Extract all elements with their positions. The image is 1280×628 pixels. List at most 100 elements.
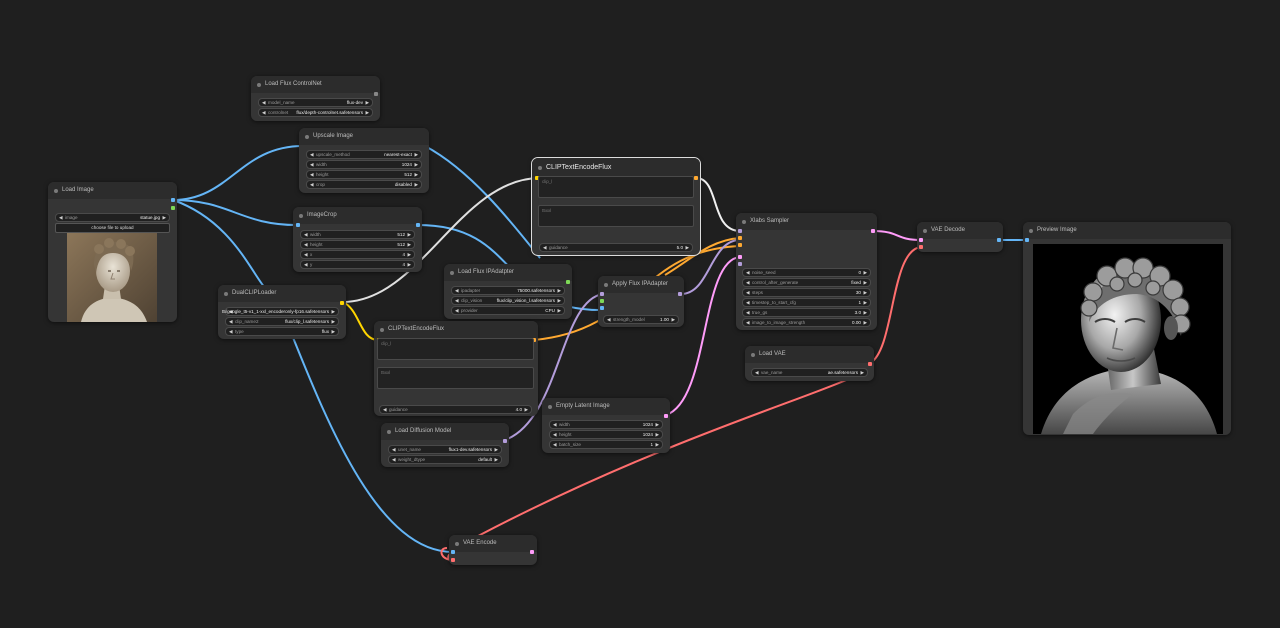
node-title[interactable]: Load Image: [48, 182, 177, 199]
node-title[interactable]: CLIPTextEncodeFlux: [374, 321, 538, 338]
node-title[interactable]: Load Flux IPAdatpter: [444, 264, 572, 281]
node-title[interactable]: VAE Decode: [917, 222, 1003, 239]
node-title[interactable]: ImageCrop: [293, 207, 422, 224]
input-slot-neg-conditioning[interactable]: [738, 243, 742, 247]
output-slot-model[interactable]: [678, 292, 682, 296]
output-slot-image[interactable]: [171, 198, 175, 202]
output-slot-conditioning[interactable]: [694, 176, 698, 180]
t5xxl-textarea[interactable]: t5xxl: [377, 367, 534, 389]
node-dual-clip-loader[interactable]: DualCLIPLoader ◀t5/google_t5-v1_1-xxl_en…: [218, 285, 346, 339]
t5xxl-textarea[interactable]: t5xxl: [538, 205, 694, 227]
input-slot-model[interactable]: [600, 292, 604, 296]
clip-l-textarea[interactable]: clip_l: [377, 338, 534, 360]
node-preview-image[interactable]: Preview Image: [1023, 222, 1231, 435]
input-slot-vae[interactable]: [451, 558, 455, 562]
input-slot-model[interactable]: [738, 229, 742, 233]
input-slot-images[interactable]: [1025, 238, 1029, 242]
node-title[interactable]: Load Diffusion Model: [381, 423, 509, 440]
clip-l-textarea[interactable]: clip_l: [538, 176, 694, 198]
input-slot-latent[interactable]: [738, 255, 742, 259]
node-title[interactable]: Load VAE: [745, 346, 874, 363]
node-title[interactable]: VAE Encode: [449, 535, 537, 552]
node-title[interactable]: Upscale Image: [299, 128, 429, 145]
node-title[interactable]: CLIPTextEncodeFlux: [532, 158, 700, 177]
input-slot-pixels[interactable]: [451, 550, 455, 554]
input-slot-clip[interactable]: [535, 176, 539, 180]
output-slot-clip[interactable]: [340, 301, 344, 305]
input-slot-samples[interactable]: [919, 238, 923, 242]
input-slot-controlnet[interactable]: [738, 262, 742, 266]
input-slot-vae[interactable]: [919, 245, 923, 249]
widget-value: flux1-dev.safetensors: [448, 447, 492, 452]
node-cliptextencodeflux-top[interactable]: CLIPTextEncodeFlux clip_l t5xxl ◀guidanc…: [531, 157, 701, 256]
node-title[interactable]: Preview Image: [1023, 222, 1231, 239]
node-vae-encode[interactable]: VAE Encode: [449, 535, 537, 565]
node-title[interactable]: Apply Flux IPAdapter: [598, 276, 684, 293]
output-slot-conditioning[interactable]: [532, 338, 536, 342]
output-slot-latent[interactable]: [530, 550, 534, 554]
input-slot-image[interactable]: [296, 223, 300, 227]
input-slot-image[interactable]: [600, 306, 604, 310]
widget-clip-name1[interactable]: ◀t5/google_t5-v1_1-xxl_encoderonly-fp16.…: [222, 307, 339, 316]
node-title[interactable]: Load Flux ControlNet: [251, 76, 380, 93]
output-slot-latent[interactable]: [871, 229, 875, 233]
output-slot-image[interactable]: [416, 223, 420, 227]
output-slot-mask[interactable]: [171, 206, 175, 210]
output-slot-latent[interactable]: [664, 414, 668, 418]
node-title[interactable]: Xlabs Sampler: [736, 213, 877, 230]
node-title[interactable]: Empty Latent Image: [542, 398, 670, 415]
output-slot-controlnet[interactable]: [374, 92, 378, 96]
output-slot-vae[interactable]: [868, 362, 872, 366]
input-slot-ipadapter[interactable]: [600, 299, 604, 303]
input-slot-conditioning[interactable]: [738, 236, 742, 240]
node-cliptextencodeflux-bottom[interactable]: CLIPTextEncodeFlux clip_l t5xxl ◀guidanc…: [374, 321, 538, 416]
output-slot-ipadapter[interactable]: [566, 280, 570, 284]
output-slot-model[interactable]: [503, 439, 507, 443]
node-vae-decode[interactable]: VAE Decode: [917, 222, 1003, 252]
node-title[interactable]: DualCLIPLoader: [218, 285, 346, 302]
upload-button[interactable]: choose file to upload: [55, 223, 170, 233]
output-slot-image[interactable]: [997, 238, 1001, 242]
